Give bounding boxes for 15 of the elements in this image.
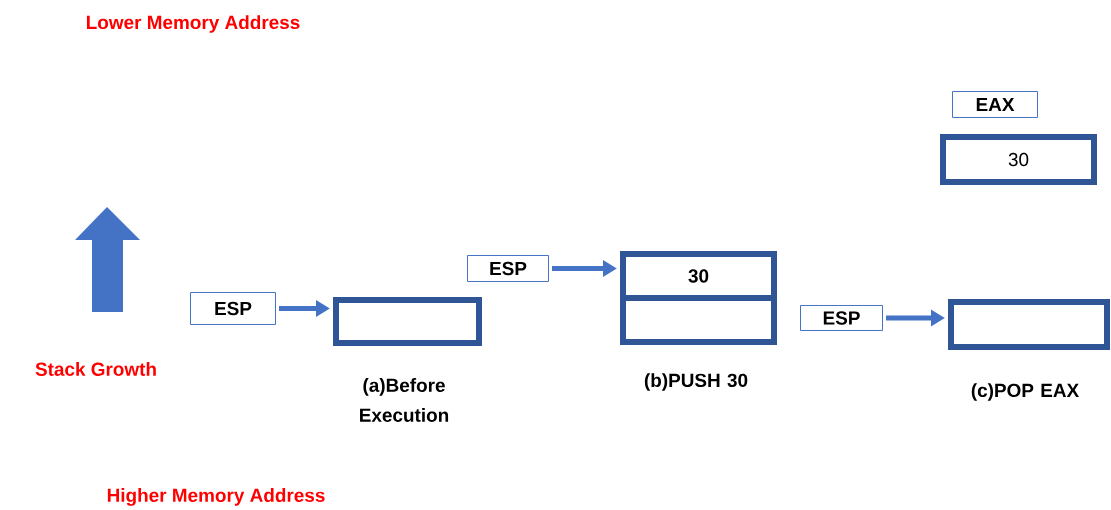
node-label: (b)PUSH 30 [644,373,748,391]
register-label: ESP [467,255,549,282]
register-label: ESP [800,305,883,331]
stack-cell [948,299,1110,350]
node-label: (c)POP EAX [971,383,1079,401]
register-label: EAX [952,91,1038,118]
axis-label: Lower Memory Address [87,15,300,33]
axis-label: Stack Growth [35,362,156,376]
stack-cell: 30 [620,251,777,301]
stack-cell: 30 [940,134,1097,185]
stack-cell [333,297,482,346]
axis-label: Higher Memory Address [107,488,325,506]
register-label: ESP [190,292,276,325]
stack-cell [620,295,777,345]
node-label: (a)Before Execution [360,378,449,422]
